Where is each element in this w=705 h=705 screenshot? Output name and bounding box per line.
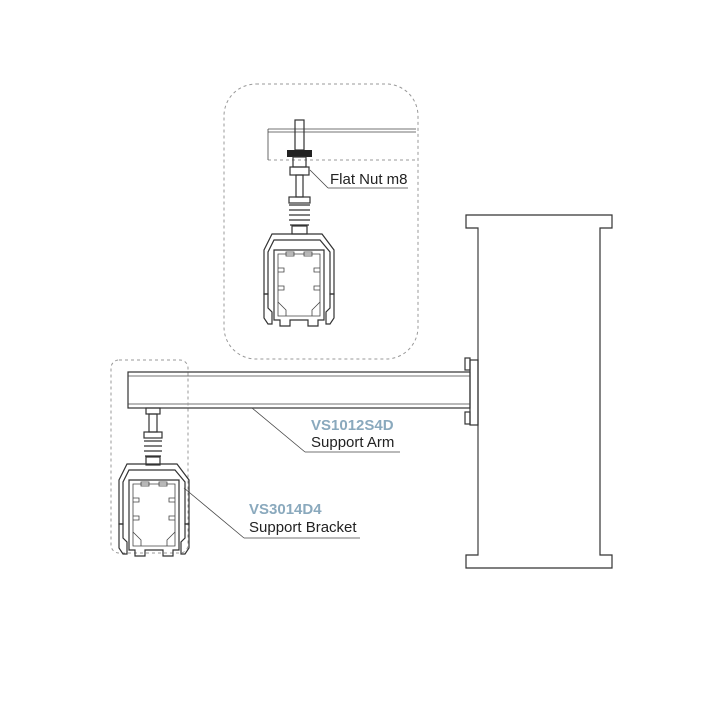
flat-nut-label: Flat Nut m8	[330, 171, 408, 188]
arm-mounting-plate	[464, 357, 479, 426]
support-bracket-code: VS3014D4	[249, 501, 322, 518]
support-bracket-bottom	[118, 463, 190, 557]
column-ibeam	[465, 214, 613, 569]
support-bracket-top	[263, 233, 335, 327]
threaded-rod-bottom	[143, 407, 163, 466]
flat-nut-leader	[309, 169, 408, 189]
support-bracket-leader	[183, 487, 360, 539]
support-arm-leader	[251, 407, 400, 453]
detail-frame-top	[223, 83, 419, 360]
support-arm	[127, 371, 471, 409]
threaded-rod-top	[287, 119, 312, 235]
detail-frame-bottom	[110, 359, 189, 554]
support-arm-label: Support Arm	[311, 434, 394, 451]
support-arm-code: VS1012S4D	[311, 417, 394, 434]
support-bracket-label: Support Bracket	[249, 519, 357, 536]
